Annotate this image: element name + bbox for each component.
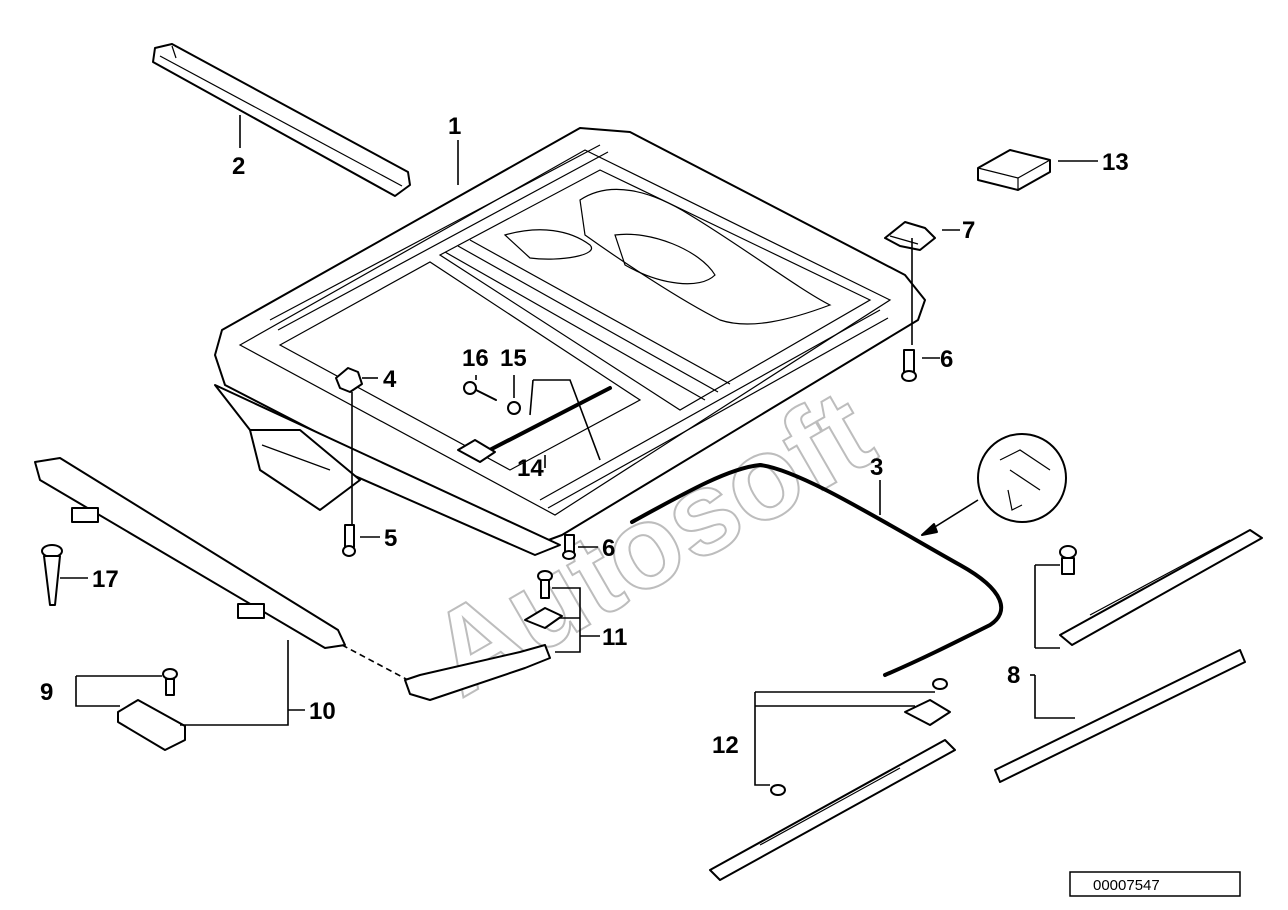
callout-1: 1 bbox=[448, 113, 461, 140]
callout-11: 11 bbox=[602, 624, 627, 651]
callout-2: 2 bbox=[232, 153, 245, 180]
callout-16: 16 bbox=[462, 345, 489, 372]
reference-box: 00007547 bbox=[1069, 871, 1241, 897]
part-14-drain-hose bbox=[457, 386, 612, 463]
callout-8: 8 bbox=[1007, 662, 1020, 689]
part-6-screw-left bbox=[562, 534, 576, 560]
detail-inset bbox=[921, 433, 1067, 536]
callout-12: 12 bbox=[712, 732, 739, 759]
callout-7: 7 bbox=[962, 217, 975, 244]
reference-number: 00007547 bbox=[1093, 877, 1160, 894]
callouts: 1 2 3 4 5 6 6 7 8 9 10 11 12 13 14 15 16… bbox=[40, 113, 1129, 759]
part-1-sunroof-frame bbox=[214, 127, 926, 556]
callout-6-left: 6 bbox=[602, 535, 615, 562]
callout-6-right: 6 bbox=[940, 346, 953, 373]
part-15-washer bbox=[507, 401, 521, 415]
part-13-pad bbox=[977, 149, 1051, 191]
part-5-screw bbox=[342, 524, 356, 557]
part-9-block bbox=[117, 668, 186, 751]
part-17-plug bbox=[41, 544, 63, 606]
callout-13: 13 bbox=[1102, 149, 1129, 176]
part-4-clip bbox=[335, 367, 363, 393]
callout-14: 14 bbox=[517, 455, 544, 482]
part-12-lower-rail bbox=[709, 678, 956, 881]
callout-9: 9 bbox=[40, 679, 53, 706]
part-11-bracket bbox=[524, 570, 563, 629]
callout-5: 5 bbox=[384, 525, 397, 552]
leader-lines bbox=[60, 115, 1098, 786]
callout-10: 10 bbox=[309, 698, 336, 725]
part-6-screw-right bbox=[901, 349, 917, 382]
part-2-deflector-strip bbox=[152, 43, 411, 197]
callout-3: 3 bbox=[870, 454, 883, 481]
callout-17: 17 bbox=[92, 566, 119, 593]
part-8-guide-rails bbox=[994, 529, 1263, 783]
part-3-cable bbox=[630, 463, 1004, 677]
callout-4: 4 bbox=[383, 366, 397, 393]
callout-15: 15 bbox=[500, 345, 527, 372]
part-10-front-bar bbox=[34, 457, 551, 701]
part-7-bracket bbox=[884, 221, 936, 251]
part-16-bolt bbox=[463, 381, 497, 401]
